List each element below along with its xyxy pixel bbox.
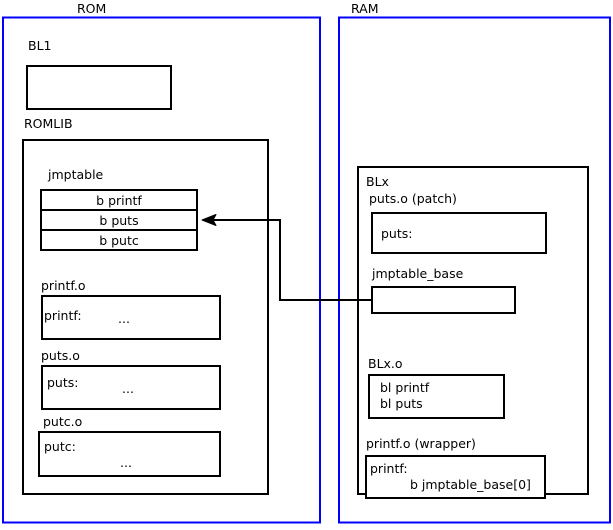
puts-patch-box-rect (371, 212, 547, 254)
jmptable-label: jmptable (48, 167, 104, 182)
jmptable-row-rect-2 (40, 229, 198, 251)
putc-o-body: ... (120, 455, 132, 470)
connector-arrowhead-icon (201, 214, 217, 226)
romlib-label: ROMLIB (24, 116, 73, 131)
jmptable-base-label: jmptable_base (372, 266, 464, 281)
jmptable-base-box-rect (371, 286, 516, 314)
printf-o-symbol: printf: (44, 308, 82, 323)
printf-wrapper-symbol: printf: (370, 461, 408, 476)
blx-o-box-rect (368, 374, 505, 419)
jmptable-base-to-b-puts-connector (208, 219, 372, 301)
puts-patch-label: puts.o (patch) (369, 191, 457, 206)
ram-region-rect (338, 16, 611, 524)
bl1-label: BL1 (28, 38, 52, 53)
bl1-box-rect (26, 65, 172, 110)
puts-o-box-rect (41, 365, 221, 410)
jmptable-entry-b-putc: b putc (99, 233, 139, 248)
putc-o-box-rect (38, 431, 221, 477)
rom-region-rect (2, 16, 321, 524)
puts-o-symbol: puts: (47, 375, 79, 390)
blx-o-line-bl-puts: bl puts (380, 396, 423, 411)
printf-wrapper-instruction: b jmptable_base[0] (410, 477, 531, 492)
blx-o-label: BLx.o (368, 356, 403, 371)
blx-label: BLx (366, 174, 389, 189)
blx-o-line-bl-printf: bl printf (380, 380, 430, 395)
printf-o-label: printf.o (41, 278, 86, 293)
romlib-box-rect (22, 139, 269, 495)
rom-region-label: ROM (77, 1, 107, 16)
puts-o-label: puts.o (41, 348, 80, 363)
jmptable-entry-b-printf: b printf (96, 193, 142, 208)
printf-wrapper-label: printf.o (wrapper) (366, 436, 476, 451)
printf-o-body: ... (118, 311, 130, 326)
putc-o-label: putc.o (43, 414, 83, 429)
puts-patch-symbol: puts: (381, 226, 413, 241)
jmptable-entry-b-puts: b puts (99, 213, 139, 228)
ram-region-label: RAM (351, 1, 379, 16)
printf-o-box-rect (41, 295, 221, 340)
puts-o-body: ... (122, 381, 134, 396)
putc-o-symbol: putc: (44, 439, 76, 454)
printf-wrapper-box-rect (365, 455, 546, 499)
